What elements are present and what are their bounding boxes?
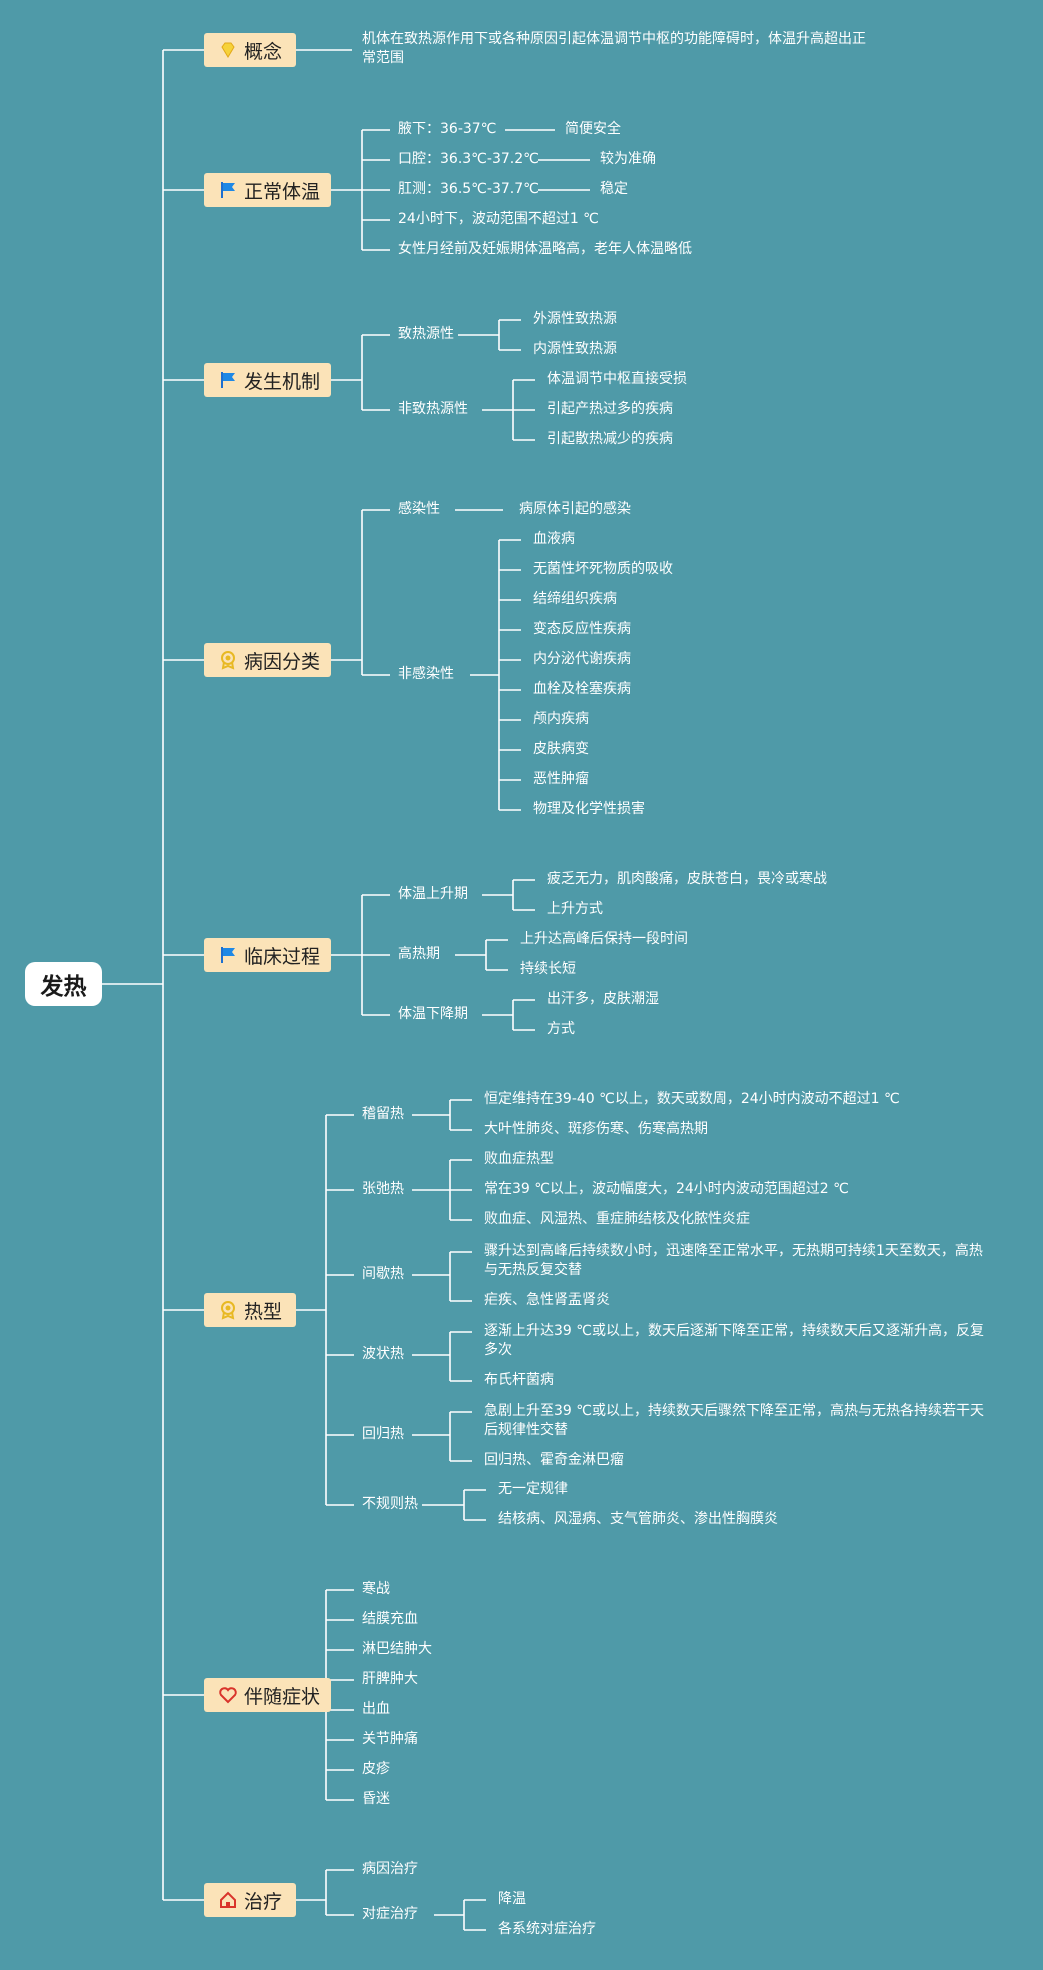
grandchild-node[interactable]: 败血症、风湿热、重症肺结核及化脓性炎症 [484, 1211, 750, 1227]
child-node[interactable]: 间歇热 [362, 1266, 404, 1282]
child-node[interactable]: 感染性 [398, 501, 440, 517]
child-node[interactable]: 致热源性 [398, 326, 454, 342]
branch-2[interactable]: 正常体温 [204, 173, 331, 207]
branch-label: 治疗 [244, 1890, 283, 1913]
grandchild-node[interactable]: 血液病 [533, 531, 575, 547]
child-node[interactable]: 体温上升期 [398, 886, 468, 902]
child-node[interactable]: 波状热 [362, 1346, 404, 1362]
child-node[interactable]: 腋下：36-37℃ [398, 121, 497, 137]
grandchild-node[interactable]: 稳定 [600, 181, 628, 197]
grandchild-node[interactable]: 降温 [498, 1891, 526, 1907]
flag-icon [218, 945, 238, 965]
branch-label: 发生机制 [244, 370, 321, 393]
child-node[interactable]: 体温下降期 [398, 1006, 468, 1022]
grandchild-node[interactable]: 血栓及栓塞疾病 [533, 681, 631, 697]
grandchild-node[interactable]: 颅内疾病 [533, 711, 589, 727]
flag-icon [218, 370, 238, 390]
diamond-icon [218, 40, 238, 60]
child-node[interactable]: 肛测：36.5℃-37.7℃ [398, 181, 539, 197]
grandchild-node[interactable]: 败血症热型 [484, 1151, 554, 1167]
branch-3[interactable]: 发生机制 [204, 363, 331, 397]
branch-6[interactable]: 热型 [204, 1293, 296, 1327]
grandchild-node[interactable]: 结缔组织疾病 [533, 591, 617, 607]
grandchild-node[interactable]: 骤升达到高峰后持续数小时，迅速降至正常水平，无热期可持续1天至数天，高热与无热反… [484, 1243, 983, 1278]
child-node[interactable]: 皮疹 [362, 1761, 390, 1777]
grandchild-node[interactable]: 外源性致热源 [533, 311, 617, 327]
grandchild-node[interactable]: 布氏杆菌病 [484, 1372, 554, 1388]
child-node[interactable]: 寒战 [362, 1581, 390, 1597]
grandchild-node[interactable]: 物理及化学性损害 [533, 801, 645, 817]
grandchild-node[interactable]: 疲乏无力，肌肉酸痛，皮肤苍白，畏冷或寒战 [547, 871, 827, 887]
grandchild-node[interactable]: 结核病、风湿病、支气管肺炎、渗出性胸膜炎 [498, 1511, 778, 1527]
grandchild-node[interactable]: 方式 [547, 1021, 575, 1037]
grandchild-node[interactable]: 引起散热减少的疾病 [547, 431, 673, 447]
grandchild-node[interactable]: 无菌性坏死物质的吸收 [533, 561, 673, 577]
child-node[interactable]: 出血 [362, 1701, 390, 1717]
grandchild-node[interactable]: 大叶性肺炎、斑疹伤寒、伤寒高热期 [484, 1121, 708, 1137]
grandchild-node[interactable]: 内源性致热源 [533, 341, 617, 357]
grandchild-node[interactable]: 疟疾、急性肾盂肾炎 [484, 1292, 610, 1308]
grandchild-node[interactable]: 较为准确 [600, 151, 656, 167]
flag-icon [218, 180, 238, 200]
child-node[interactable]: 非感染性 [398, 666, 454, 682]
child-node[interactable]: 24小时下，波动范围不超过1 ℃ [398, 211, 599, 227]
child-node[interactable]: 非致热源性 [398, 401, 468, 417]
grandchild-node[interactable]: 无一定规律 [498, 1481, 568, 1497]
grandchild-node[interactable]: 上升达高峰后保持一段时间 [520, 931, 688, 947]
child-node[interactable]: 结膜充血 [362, 1611, 418, 1627]
grandchild-node[interactable]: 上升方式 [547, 901, 603, 917]
grandchild-node[interactable]: 出汗多，皮肤潮湿 [547, 991, 659, 1007]
child-node[interactable]: 张弛热 [362, 1181, 404, 1197]
medal-icon [218, 650, 238, 670]
grandchild-node[interactable]: 恶性肿瘤 [533, 771, 589, 787]
child-node[interactable]: 口腔：36.3℃-37.2℃ [398, 151, 539, 167]
grandchild-node[interactable]: 各系统对症治疗 [498, 1921, 596, 1937]
branch-5[interactable]: 临床过程 [204, 938, 331, 972]
branch-label: 正常体温 [244, 180, 321, 203]
branch-label: 伴随症状 [244, 1685, 321, 1708]
child-node[interactable]: 不规则热 [362, 1496, 418, 1512]
child-node[interactable]: 女性月经前及妊娠期体温略高，老年人体温略低 [398, 241, 692, 257]
branch-4[interactable]: 病因分类 [204, 643, 331, 677]
grandchild-node[interactable]: 病原体引起的感染 [519, 501, 631, 517]
child-node[interactable]: 对症治疗 [362, 1906, 418, 1922]
branch-1[interactable]: 概念 [204, 33, 296, 67]
branch-7[interactable]: 伴随症状 [204, 1678, 331, 1712]
home-icon [218, 1890, 238, 1910]
child-node[interactable]: 回归热 [362, 1426, 404, 1442]
grandchild-node[interactable]: 回归热、霍奇金淋巴瘤 [484, 1452, 624, 1468]
heart-icon [218, 1685, 238, 1705]
grandchild-node[interactable]: 恒定维持在39-40 ℃以上，数天或数周，24小时内波动不超过1 ℃ [484, 1091, 900, 1107]
grandchild-node[interactable]: 变态反应性疾病 [533, 621, 631, 637]
grandchild-node[interactable]: 简便安全 [565, 121, 621, 137]
concept-text[interactable]: 机体在致热源作用下或各种原因引起体温调节中枢的功能障碍时，体温升高超出正常范围 [362, 31, 866, 66]
branch-label: 病因分类 [244, 650, 321, 673]
child-node[interactable]: 关节肿痛 [362, 1731, 418, 1747]
child-node[interactable]: 高热期 [398, 946, 440, 962]
branch-label: 概念 [244, 40, 283, 63]
grandchild-node[interactable]: 皮肤病变 [533, 741, 589, 757]
branch-label: 热型 [244, 1300, 283, 1323]
branch-label: 临床过程 [244, 945, 321, 968]
grandchild-node[interactable]: 体温调节中枢直接受损 [547, 371, 687, 387]
grandchild-node[interactable]: 常在39 ℃以上，波动幅度大，24小时内波动范围超过2 ℃ [484, 1181, 849, 1197]
grandchild-node[interactable]: 内分泌代谢疾病 [533, 651, 631, 667]
child-node[interactable]: 稽留热 [362, 1106, 404, 1122]
grandchild-node[interactable]: 引起产热过多的疾病 [547, 401, 673, 417]
medal-icon [218, 1300, 238, 1320]
grandchild-node[interactable]: 持续长短 [520, 961, 576, 977]
child-node[interactable]: 淋巴结肿大 [362, 1641, 432, 1657]
branch-8[interactable]: 治疗 [204, 1883, 296, 1917]
child-node[interactable]: 肝脾肿大 [362, 1671, 418, 1687]
child-node[interactable]: 昏迷 [362, 1791, 390, 1807]
child-node[interactable]: 病因治疗 [362, 1861, 418, 1877]
grandchild-node[interactable]: 逐渐上升达39 ℃或以上，数天后逐渐下降至正常，持续数天后又逐渐升高，反复多次 [484, 1323, 984, 1358]
root-node[interactable]: 发热 [25, 962, 102, 1006]
grandchild-node[interactable]: 急剧上升至39 ℃或以上，持续数天后骤然下降至正常，高热与无热各持续若干天后规律… [484, 1403, 984, 1438]
